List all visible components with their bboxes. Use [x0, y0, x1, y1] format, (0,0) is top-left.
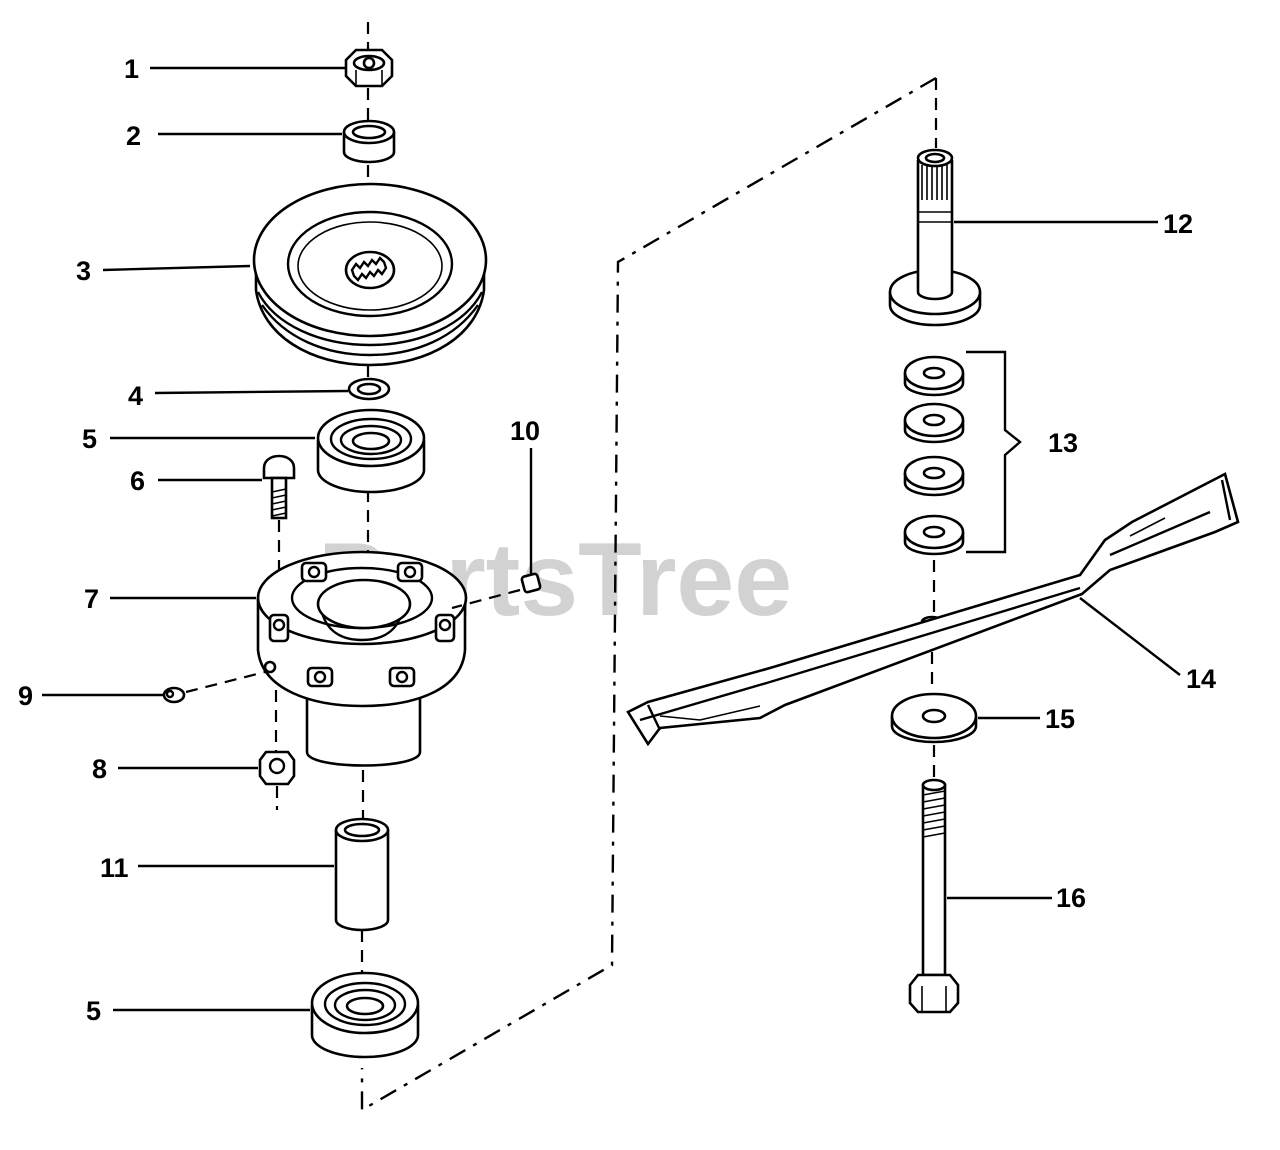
assembly-relation-line [360, 76, 938, 1113]
part-4-washer-icon [347, 377, 391, 401]
callout-5-lower: 5 [86, 996, 101, 1026]
callout-8: 8 [92, 754, 107, 784]
callout-10: 10 [510, 416, 540, 446]
callout-12: 12 [1163, 209, 1193, 239]
part-16-blade-bolt-icon [908, 778, 960, 1014]
part-14-blade-icon [626, 472, 1240, 747]
part-10-fitting-icon [451, 572, 542, 610]
callout-14: 14 [1186, 664, 1216, 694]
part-3-pulley-icon [252, 182, 488, 367]
callout-16: 16 [1056, 883, 1086, 913]
callout-13: 13 [1048, 428, 1078, 458]
part-15-washer-icon [890, 692, 978, 780]
part-5-bearing-upper-icon [316, 408, 426, 494]
callout-9: 9 [18, 681, 33, 711]
part-2-spacer-icon [342, 119, 396, 164]
callout-11: 11 [100, 853, 129, 883]
callout-6: 6 [130, 466, 145, 496]
callout-2: 2 [126, 121, 141, 151]
callout-5-upper: 5 [82, 424, 97, 454]
part-11-spacer-tube-icon [334, 817, 390, 932]
leader-lines [42, 66, 1181, 1012]
callout-15: 15 [1045, 704, 1075, 734]
part-6-bolt-icon [262, 454, 296, 612]
callout-1: 1 [124, 54, 139, 84]
callout-4: 4 [128, 381, 143, 411]
part-8-nut-icon [258, 750, 296, 810]
part-1-nut-icon [344, 48, 394, 88]
callout-3: 3 [76, 256, 91, 286]
callout-7: 7 [84, 584, 99, 614]
part-7-spindle-housing-icon [256, 550, 468, 767]
part-5-bearing-lower-icon [310, 971, 420, 1059]
part-9-grease-fitting-icon [162, 670, 266, 704]
part-12-spindle-shaft-icon [888, 148, 982, 327]
callout-labels: 1 2 3 4 5 6 7 8 9 10 11 5 12 13 14 15 16 [18, 54, 1216, 1026]
